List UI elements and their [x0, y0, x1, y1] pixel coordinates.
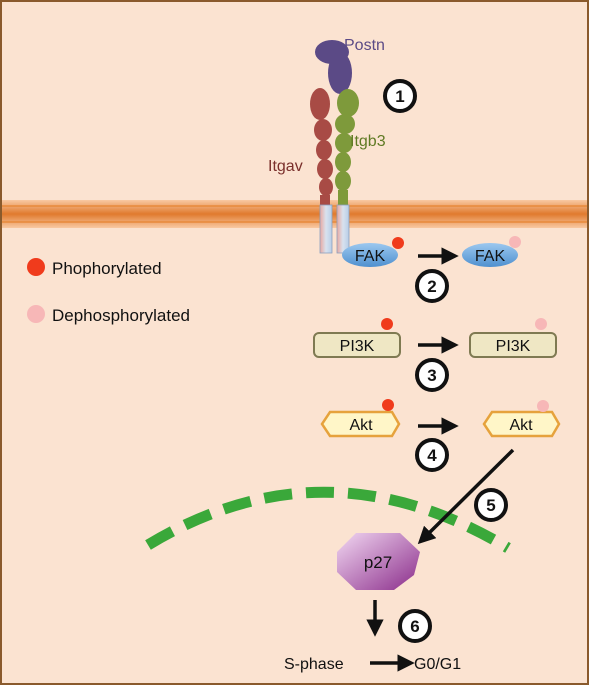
- itgav-chain: [310, 88, 333, 205]
- svg-text:3: 3: [427, 366, 436, 385]
- arrow-akt-to-p27: [417, 448, 515, 545]
- svg-text:2: 2: [427, 277, 436, 296]
- integrin-transmembrane-tails: [319, 204, 350, 254]
- svg-text:Akt: Akt: [349, 417, 373, 434]
- svg-text:4: 4: [427, 446, 437, 465]
- nuclear-envelope: [145, 486, 511, 553]
- dephosphorylated-dot: [27, 305, 45, 323]
- postn-label: Postn: [344, 37, 385, 54]
- akt-left: Akt: [320, 399, 401, 438]
- itgb3-label: Itgb3: [350, 133, 386, 150]
- legend-phosphorylated-label: Phophorylated: [52, 259, 162, 278]
- pi3k-left-phospho-dot: [381, 318, 393, 330]
- fak-left-phospho-dot: [392, 237, 404, 249]
- itgb3-chain: [335, 89, 359, 205]
- legend-dephosphorylated-label: Dephosphorylated: [52, 306, 190, 325]
- step-6-badge: 6: [398, 609, 432, 643]
- svg-text:FAK: FAK: [475, 248, 506, 265]
- g0-g1-label: G0/G1: [414, 656, 461, 673]
- s-phase-label: S-phase: [284, 656, 344, 673]
- step-4-badge: 4: [415, 438, 449, 472]
- pi3k-right-dephospho-dot: [535, 318, 547, 330]
- step-3-badge: 3: [415, 358, 449, 392]
- step-2-badge: 2: [415, 269, 449, 303]
- akt-right: Akt: [482, 400, 561, 438]
- phosphorylated-dot: [27, 258, 45, 276]
- fak-right: FAK: [462, 236, 521, 267]
- cell-membrane: [2, 200, 587, 228]
- svg-text:PI3K: PI3K: [496, 338, 531, 355]
- fak-right-dephospho-dot: [509, 236, 521, 248]
- step-1-badge: 1: [383, 79, 417, 113]
- akt-right-dephospho-dot: [537, 400, 549, 412]
- svg-text:FAK: FAK: [355, 248, 386, 265]
- step-5-badge: 5: [474, 488, 508, 522]
- itgav-label: Itgav: [268, 158, 303, 175]
- pi3k-right: PI3K: [469, 318, 557, 358]
- akt-left-phospho-dot: [382, 399, 394, 411]
- svg-text:5: 5: [486, 496, 495, 515]
- svg-text:PI3K: PI3K: [340, 338, 375, 355]
- svg-text:1: 1: [395, 87, 404, 106]
- fak-left: FAK: [342, 237, 404, 267]
- svg-text:p27: p27: [364, 553, 392, 572]
- p27-protein: p27: [337, 533, 420, 590]
- pi3k-left: PI3K: [313, 318, 401, 358]
- postn-protein: [315, 40, 352, 94]
- legend: Phophorylated Dephosphorylated: [27, 258, 190, 325]
- svg-text:6: 6: [410, 617, 419, 636]
- svg-text:Akt: Akt: [509, 417, 533, 434]
